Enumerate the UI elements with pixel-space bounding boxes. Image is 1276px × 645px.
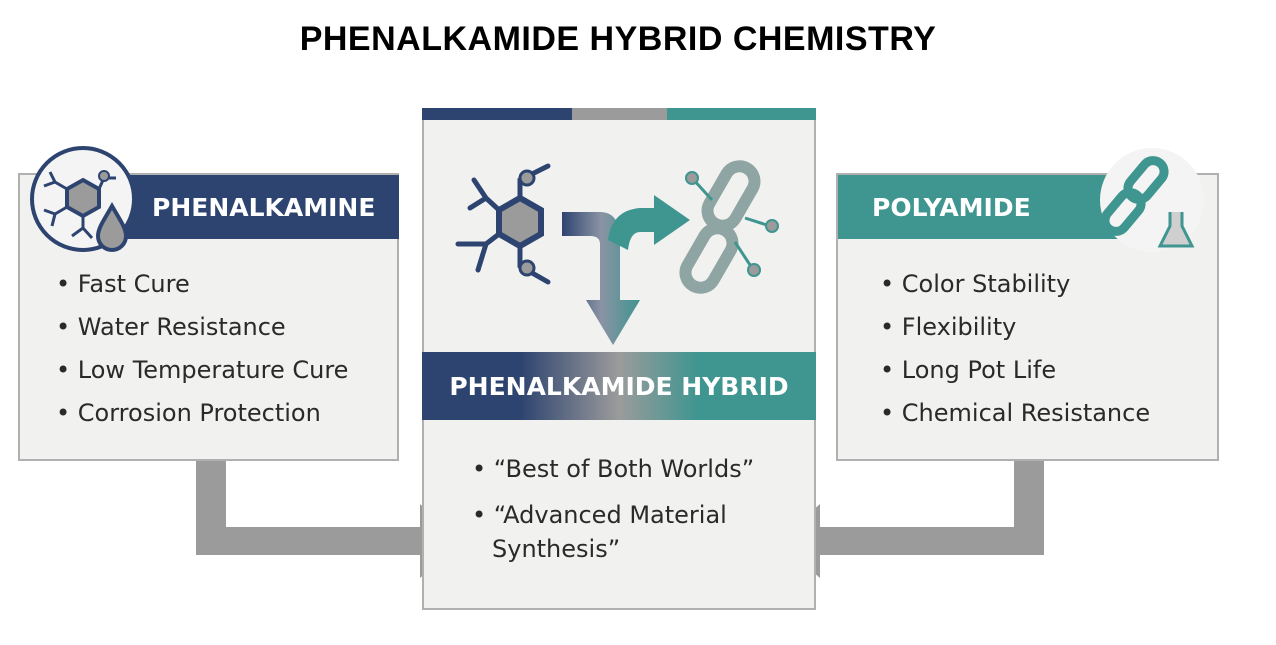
phenalkamine-list: Fast Cure Water Resistance Low Temperatu… [56,263,349,435]
list-item: Color Stability [880,263,1150,306]
hybrid-title: PHENALKAMIDE HYBRID [449,371,789,401]
right-arrow [778,458,1044,578]
list-item: Long Pot Life [880,349,1150,392]
phenalkamine-box: PHENALKAMINE Fast Cure Water Resistance … [18,173,399,461]
phenalkamine-header: PHENALKAMINE [100,175,399,239]
list-item: Corrosion Protection [56,392,348,435]
list-item: “Advanced Material Synthesis” [472,498,772,566]
hybrid-list: “Best of Both Worlds” “Advanced Material… [472,452,772,566]
hybrid-box: PHENALKAMIDE HYBRID “Best of Both Worlds… [422,108,816,610]
diagram-title: PHENALKAMIDE HYBRID CHEMISTRY [299,20,937,58]
list-item: Water Resistance [56,306,348,349]
tri-color-stripe [422,108,816,120]
hybrid-header: PHENALKAMIDE HYBRID [422,352,816,420]
polyamide-box: POLYAMIDE Color Stability Flexibility Lo… [836,173,1219,461]
polyamide-header: POLYAMIDE [838,175,1168,239]
list-item: Chemical Resistance [880,392,1150,435]
polyamide-list: Color Stability Flexibility Long Pot Lif… [880,263,1150,435]
list-item: Fast Cure [56,263,348,306]
left-arrow [196,458,462,578]
list-item: “Best of Both Worlds” [472,452,772,486]
list-item: Flexibility [880,306,1150,349]
list-item: Low Temperature Cure [56,349,349,392]
phenalkamine-title: PHENALKAMINE [152,192,376,222]
polyamide-title: POLYAMIDE [872,192,1031,222]
